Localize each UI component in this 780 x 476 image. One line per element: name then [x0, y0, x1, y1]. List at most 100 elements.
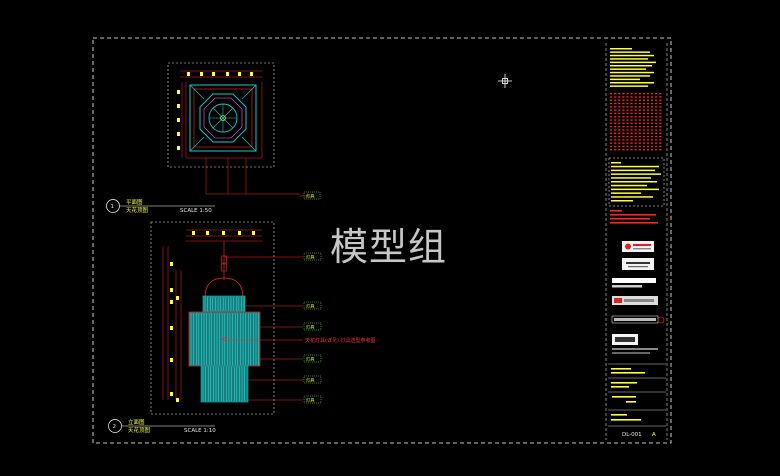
grid-cell [622, 122, 625, 124]
plan-view-number: 1 [111, 204, 115, 210]
grid-cell [634, 96, 637, 98]
grid-cell [659, 149, 662, 151]
grid-cell [614, 102, 617, 105]
grid-cell [630, 135, 633, 138]
note-line [610, 51, 650, 53]
elevation-view-title: 2 立面图 天花顶图 SCALE 1:10 [108, 418, 216, 434]
grid-cell [610, 112, 613, 115]
grid-cell [630, 102, 633, 105]
grid-cell [659, 126, 662, 128]
plan-view-scale: SCALE 1:50 [180, 208, 212, 214]
plan-view-subtitle: 天花顶图 [126, 206, 149, 214]
grid-cell [638, 116, 641, 118]
grid-cell [655, 119, 658, 121]
grid-cell [622, 116, 625, 118]
elevation-view-number: 2 [113, 424, 117, 430]
grid-cell [651, 129, 654, 131]
grid-cell [626, 135, 629, 138]
grid-cell [638, 126, 641, 128]
plan-callout-label: 灯具 [306, 193, 315, 200]
grid-cell [638, 149, 641, 151]
grid-cell [622, 119, 625, 121]
grid-cell [638, 139, 641, 141]
grid-cell [614, 132, 617, 134]
grid-cell [655, 142, 658, 144]
grid-cell [634, 122, 637, 124]
grid-cell [638, 142, 641, 144]
grid-cell [642, 126, 645, 128]
grid-cell [622, 142, 625, 144]
grid-cell [634, 139, 637, 141]
elev-callout-top-label: 灯具 [306, 254, 315, 261]
grid-cell [642, 93, 645, 95]
grid-cell [626, 112, 629, 115]
grid-cell [646, 135, 650, 138]
grid-cell [646, 142, 650, 144]
grid-cell [614, 149, 617, 151]
note-line [610, 65, 652, 67]
grid-cell [646, 119, 650, 121]
grid-cell [626, 145, 629, 148]
grid-cell [642, 129, 645, 131]
elev-callout-5: 灯具 [306, 397, 315, 404]
red-note-line [610, 218, 650, 220]
grid-cell [622, 112, 625, 115]
note-line [611, 177, 651, 179]
grid-cell [651, 149, 654, 151]
grid-cell [630, 109, 633, 111]
grid-cell [610, 122, 613, 124]
grid-cell [618, 149, 621, 151]
grid-cell [622, 132, 625, 134]
grid-cell [630, 116, 633, 118]
grid-cell [651, 112, 654, 115]
note-line [610, 68, 646, 70]
note-line [611, 200, 633, 202]
grid-cell [659, 132, 662, 134]
grid-cell [626, 119, 629, 121]
grid-cell [642, 142, 645, 144]
elevation-view-subtitle: 天花顶图 [128, 426, 151, 434]
grid-cell [622, 99, 625, 101]
grid-cell [634, 106, 637, 108]
grid-cell [634, 99, 637, 101]
grid-cell [610, 96, 613, 98]
company-logo-3 [612, 278, 656, 288]
grid-cell [659, 96, 662, 98]
grid-cell [626, 129, 629, 131]
grid-cell [659, 145, 662, 148]
elev-callout-note: 天花灯具(详见) 灯具选型参考图 [305, 337, 376, 344]
grid-cell [659, 112, 662, 115]
grid-cell [618, 145, 621, 148]
grid-cell [626, 139, 629, 141]
grid-cell [610, 142, 613, 144]
note-line [610, 78, 640, 81]
grid-cell [614, 93, 617, 95]
grid-cell [630, 96, 633, 98]
watermark-text: 模型组 [330, 225, 448, 269]
grid-cell [646, 93, 650, 95]
grid-cell [630, 122, 633, 124]
grid-cell [626, 106, 629, 108]
grid-cell [642, 116, 645, 118]
grid-cell [622, 135, 625, 138]
note-line [611, 192, 641, 194]
grid-cell [655, 106, 658, 108]
grid-cell [626, 99, 629, 101]
grid-cell [659, 139, 662, 141]
grid-cell [646, 126, 650, 128]
grid-cell [618, 135, 621, 138]
grid-cell [622, 129, 625, 131]
red-note-line [610, 214, 656, 216]
company-logo-5 [611, 315, 665, 324]
grid-cell [655, 126, 658, 128]
elev-callout-1: 灯具 [306, 303, 315, 310]
grid-cell [651, 116, 654, 118]
note-line [611, 165, 659, 168]
grid-cell [642, 145, 645, 148]
grid-cell [630, 119, 633, 121]
grid-cell [622, 106, 625, 108]
grid-cell [651, 96, 654, 98]
plan-view-title: 1 平面图 天花顶图 SCALE 1:50 [106, 198, 215, 214]
grid-cell [630, 142, 633, 144]
